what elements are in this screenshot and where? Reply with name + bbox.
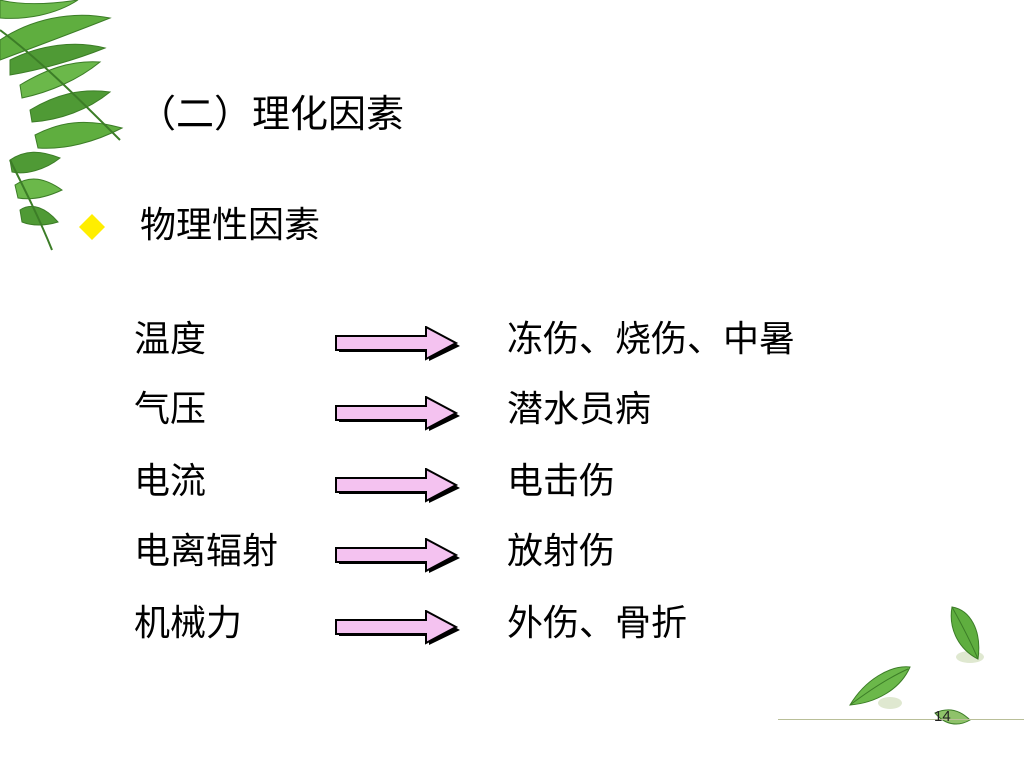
bullet-text: 物理性因素: [140, 205, 321, 246]
cause-label: 电流: [134, 461, 207, 502]
leaf-decoration-bottom-icon: [849, 606, 984, 725]
effect-label: 潜水员病: [507, 389, 652, 430]
cause-label: 机械力: [134, 603, 243, 644]
right-arrow-icon: [335, 326, 460, 361]
effect-label: 外伤、骨折: [507, 603, 688, 644]
cause-effect-row-5: 机械力 外伤、骨折: [0, 592, 1024, 656]
slide-title: （二）理化因素: [138, 92, 405, 136]
effect-label: 放射伤: [507, 531, 616, 572]
right-arrow-icon: [335, 538, 460, 573]
cause-label: 电离辐射: [134, 531, 279, 572]
right-arrow-icon: [335, 396, 460, 431]
cause-effect-row-2: 气压 潜水员病: [0, 378, 1024, 442]
cause-label: 气压: [134, 389, 207, 430]
effect-label: 冻伤、烧伤、中暑: [507, 319, 796, 360]
effect-label: 电击伤: [507, 461, 616, 502]
leaf-decoration-top-icon: [0, 0, 124, 251]
cause-label: 温度: [134, 319, 207, 360]
yellow-diamond-icon: [79, 214, 105, 240]
footer-divider: [778, 719, 1024, 720]
cause-effect-row-4: 电离辐射 放射伤: [0, 520, 1024, 584]
cause-effect-row-3: 电流 电击伤: [0, 450, 1024, 514]
page-number: 14: [934, 708, 951, 725]
right-arrow-icon: [335, 610, 460, 645]
right-arrow-icon: [335, 468, 460, 503]
cause-effect-row-1: 温度 冻伤、烧伤、中暑: [0, 308, 1024, 372]
